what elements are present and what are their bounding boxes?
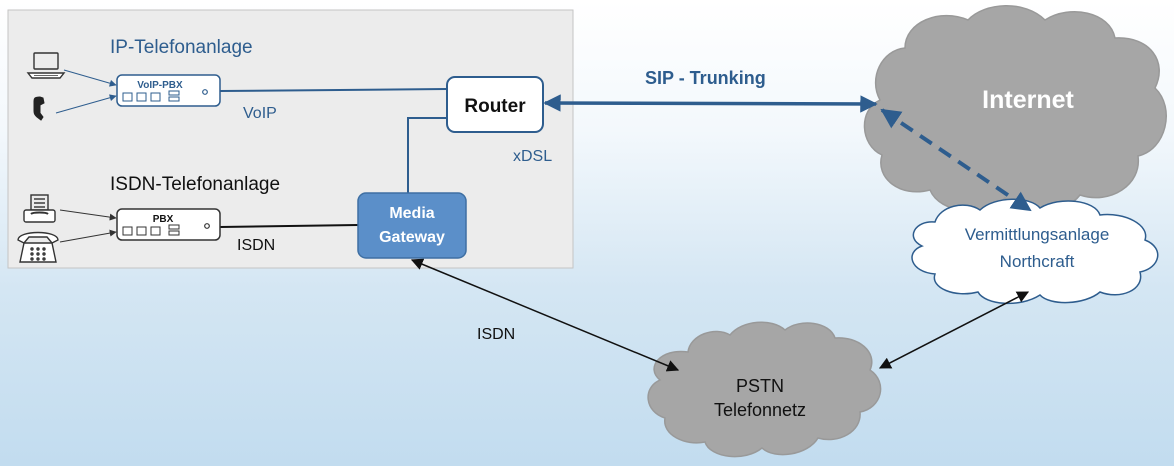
voip-pbx-device: VoIP-PBX [116,74,221,107]
xdsl-label: xDSL [513,148,552,165]
media-gateway-label-line1: Media [389,205,434,222]
media-gateway-device: Media Gateway [357,192,467,259]
phone-handset-icon [33,96,45,121]
router-device: Router [446,76,544,133]
internet-exchange-dashed-line [880,108,1032,212]
isdn-pbx-device: PBX [116,208,221,241]
voip-line [219,88,448,92]
pstn-label-line2: Telefonnetz [714,400,806,420]
exchange-label-line1: Vermittlungsanlage [965,225,1110,244]
desk-phone-icon [17,231,59,263]
fax-icon [23,194,56,223]
pstn-cloud: PSTN Telefonnetz [647,321,882,458]
pstn-label-line1: PSTN [736,376,784,396]
exchange-pstn-line [878,291,1030,369]
isdn-line [219,224,359,228]
fax-arrow [59,209,117,221]
router-label: Router [464,96,526,117]
isdn-pstn-label: ISDN [477,326,515,343]
phone-arrow [55,94,117,114]
sip-trunking-label: SIP - Trunking [645,68,766,88]
deskphone-arrow [59,229,117,243]
company-panel [7,9,574,269]
exchange-cloud: Vermittlungsanlage Northcraft [911,198,1159,305]
sip-trunk-line [543,94,878,113]
isdn-link-label: ISDN [237,237,275,254]
pbx-label: PBX [153,214,174,225]
gateway-pstn-line [410,258,680,372]
internet-cloud: Internet [863,5,1167,213]
laptop-arrow [63,69,117,87]
ip-pbx-title: IP-Telefonanlage [110,37,253,58]
internet-label: Internet [982,86,1074,114]
voip-pbx-label: VoIP-PBX [137,80,183,91]
voip-link-label: VoIP [243,105,277,122]
gateway-router-line [407,117,447,193]
media-gateway-label-line2: Gateway [379,229,445,246]
isdn-pbx-title: ISDN-Telefonanlage [110,174,280,195]
exchange-label-line2: Northcraft [1000,252,1075,271]
laptop-icon [26,52,66,79]
